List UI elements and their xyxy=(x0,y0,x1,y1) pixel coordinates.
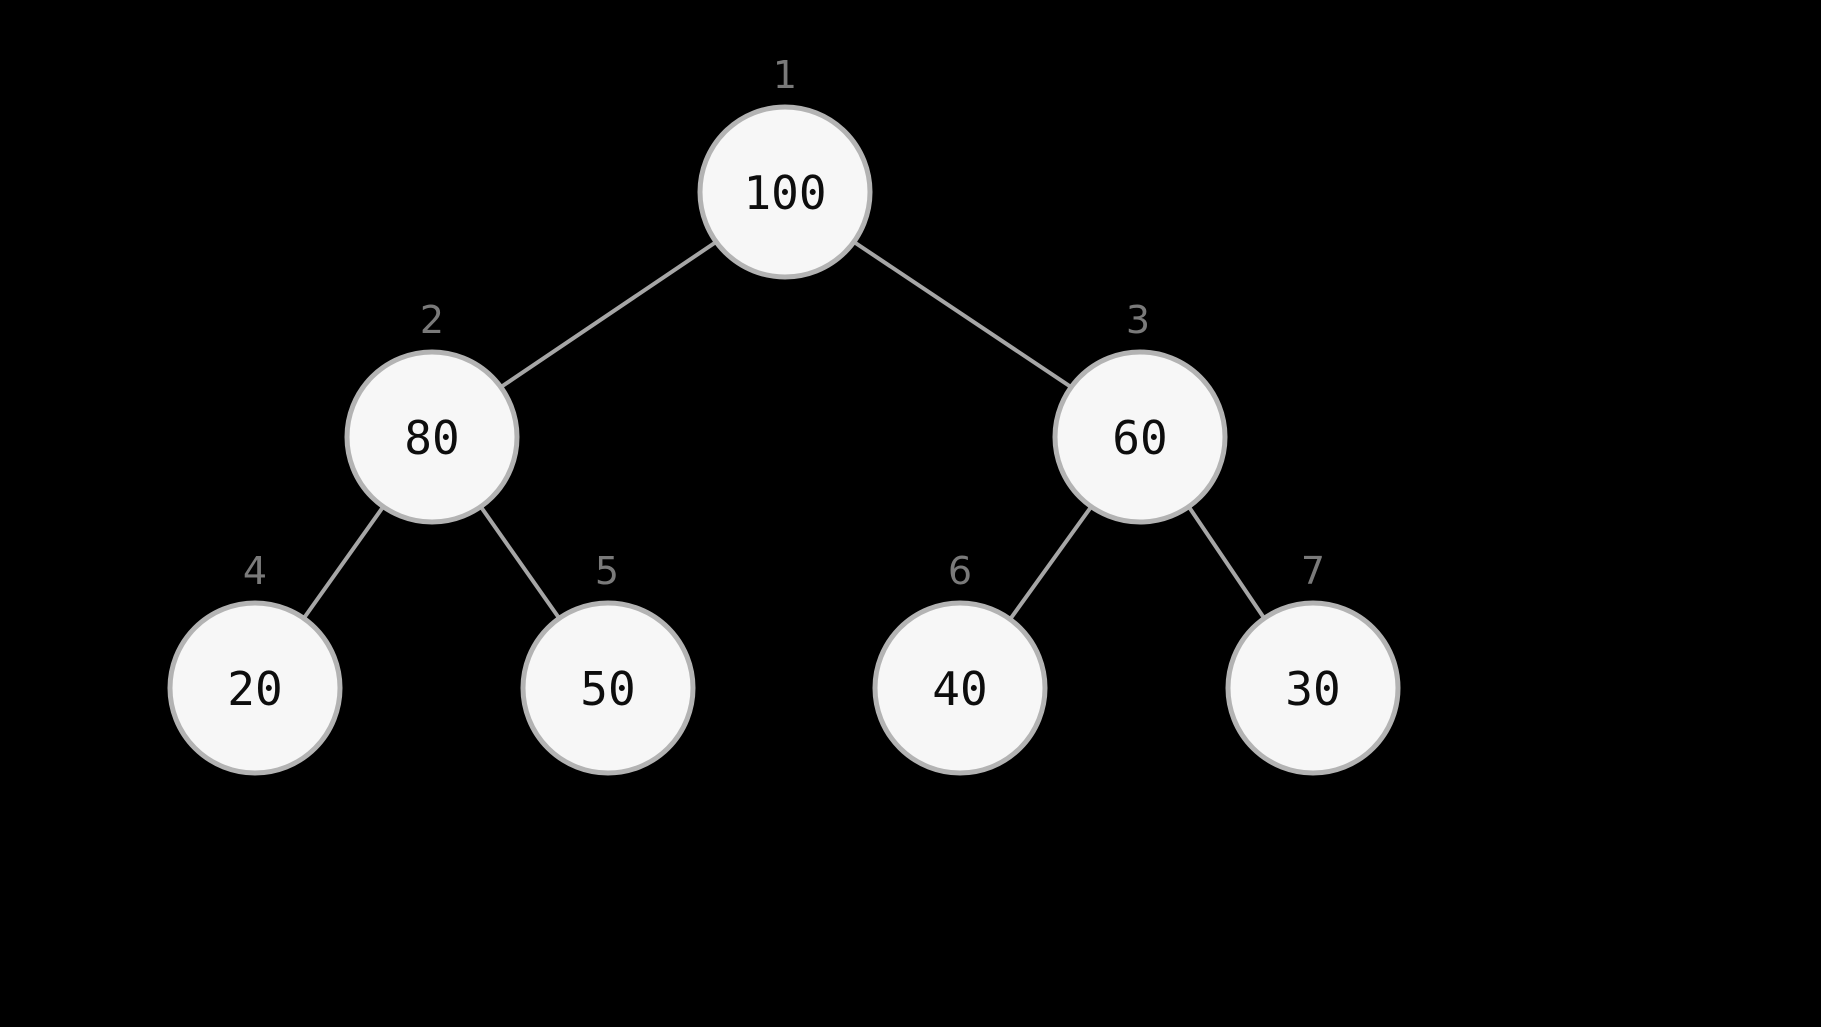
tree-edge-1-3 xyxy=(852,240,1073,389)
tree-edge-2-5 xyxy=(479,505,561,620)
node-index-label-2: 2 xyxy=(420,298,444,342)
node-circle-6[interactable] xyxy=(872,600,1048,776)
node-circle-7[interactable] xyxy=(1225,600,1401,776)
node-circle-3[interactable] xyxy=(1052,349,1228,525)
node-circle-4[interactable] xyxy=(167,600,343,776)
tree-node-7[interactable]: 7 30 xyxy=(1225,549,1401,776)
node-value-label-6: 40 xyxy=(932,662,987,716)
node-value-label-3: 60 xyxy=(1112,411,1167,465)
node-index-label-3: 3 xyxy=(1126,298,1150,342)
node-value-label-2: 80 xyxy=(404,411,459,465)
tree-node-6[interactable]: 6 40 xyxy=(872,549,1048,776)
nodes-layer: 1 100 2 80 3 60 4 20 5 50 6 40 7 30 xyxy=(167,53,1401,776)
tree-edge-3-7 xyxy=(1187,505,1266,620)
tree-node-5[interactable]: 5 50 xyxy=(520,549,696,776)
edges-layer xyxy=(302,240,1266,620)
tree-node-1[interactable]: 1 100 xyxy=(697,53,873,280)
node-index-label-1: 1 xyxy=(773,53,797,97)
node-index-label-7: 7 xyxy=(1301,549,1325,593)
node-index-label-6: 6 xyxy=(948,549,972,593)
node-value-label-4: 20 xyxy=(227,662,282,716)
tree-node-2[interactable]: 2 80 xyxy=(344,298,520,525)
node-circle-2[interactable] xyxy=(344,349,520,525)
node-index-label-5: 5 xyxy=(595,549,619,593)
tree-edge-2-4 xyxy=(302,505,385,620)
tree-node-4[interactable]: 4 20 xyxy=(167,549,343,776)
node-circle-5[interactable] xyxy=(520,600,696,776)
node-value-label-1: 100 xyxy=(743,166,826,220)
node-value-label-7: 30 xyxy=(1285,662,1340,716)
tree-node-3[interactable]: 3 60 xyxy=(1052,298,1228,525)
node-circle-1[interactable] xyxy=(697,104,873,280)
node-index-label-4: 4 xyxy=(243,549,267,593)
tree-edge-3-6 xyxy=(1009,505,1093,620)
tree-edge-1-2 xyxy=(499,240,718,389)
node-value-label-5: 50 xyxy=(580,662,635,716)
